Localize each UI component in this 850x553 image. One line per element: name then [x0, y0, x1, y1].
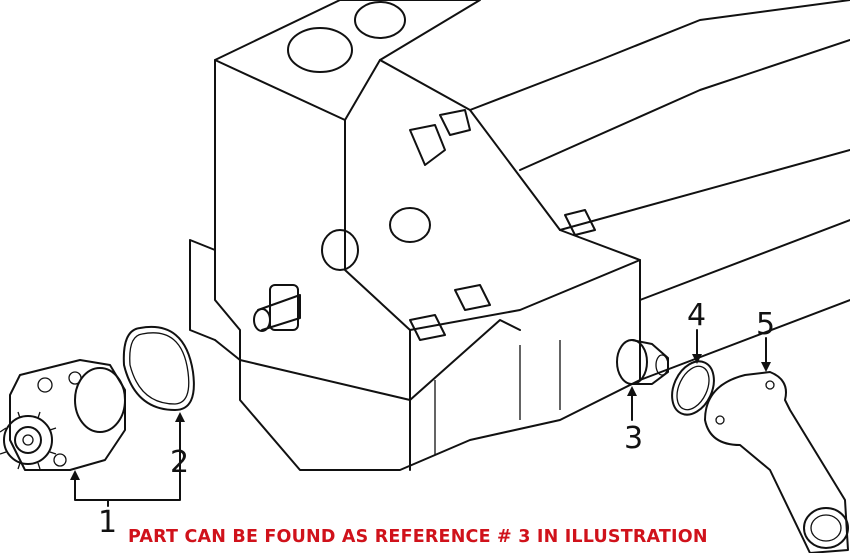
callout-2: 2: [170, 445, 190, 480]
callout-arrows: [70, 329, 771, 507]
thermostat-o-ring: [671, 360, 715, 416]
callout-1: 1: [98, 505, 118, 540]
thermostat-housing: [704, 371, 849, 553]
callout-4: 4: [687, 298, 707, 333]
engine-block: [189, 0, 850, 471]
callout-5: 5: [756, 307, 776, 342]
water-pump: [0, 359, 126, 471]
thermostat: [616, 339, 669, 385]
callout-3: 3: [624, 421, 644, 456]
water-pump-gasket: [122, 326, 195, 411]
reference-note: PART CAN BE FOUND AS REFERENCE # 3 IN IL…: [128, 527, 708, 547]
